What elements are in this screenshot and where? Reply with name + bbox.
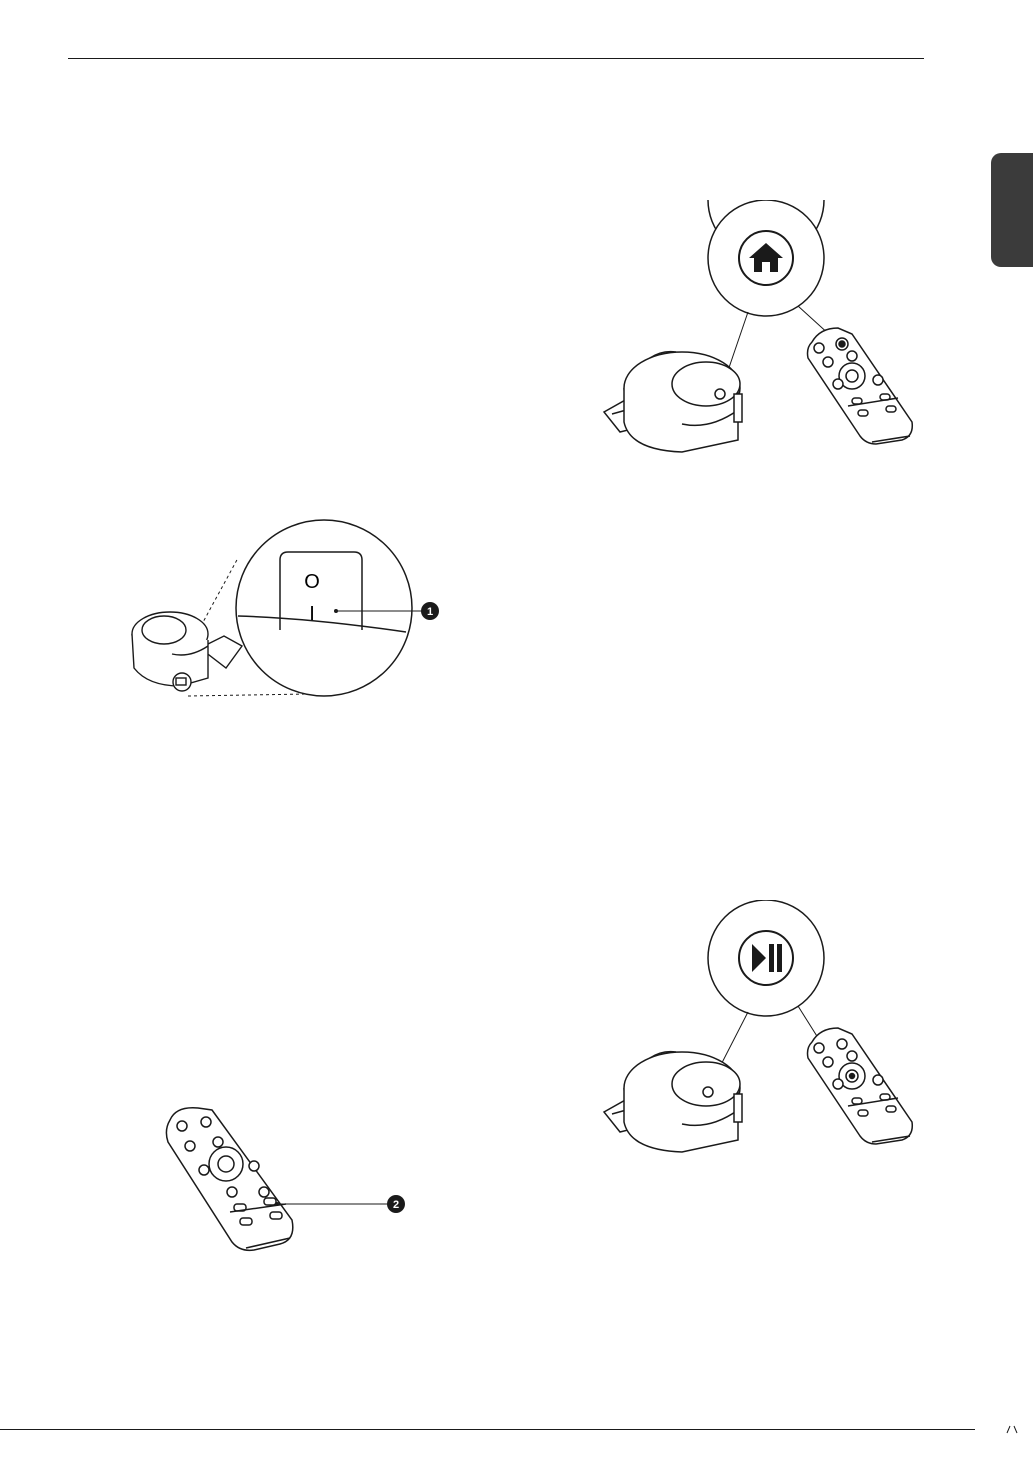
footer-rule — [0, 1429, 975, 1430]
callout-1: 1 — [421, 602, 439, 620]
language-side-tab — [991, 153, 1033, 267]
page-corner-mark — [1006, 1424, 1018, 1434]
remote-control — [808, 1028, 913, 1144]
robot-cleaner-small — [132, 612, 242, 691]
switch-on-symbol: I — [309, 603, 315, 625]
svg-text:2: 2 — [393, 1199, 399, 1211]
callout-2: 2 — [387, 1195, 405, 1213]
side-tab-label — [991, 153, 1033, 267]
header-rule — [68, 58, 924, 59]
remote-callout-figure: 2 — [160, 1100, 420, 1260]
robot-cleaner — [604, 352, 742, 452]
power-switch-figure: O I 1 — [130, 518, 450, 708]
remote-control — [166, 1108, 292, 1251]
remote-control — [808, 328, 913, 444]
svg-text:1: 1 — [427, 606, 433, 618]
start-pause-button-figure — [590, 900, 930, 1160]
robot-cleaner — [604, 1052, 742, 1152]
home-button-figure — [590, 200, 930, 470]
switch-off-symbol: O — [304, 571, 320, 593]
